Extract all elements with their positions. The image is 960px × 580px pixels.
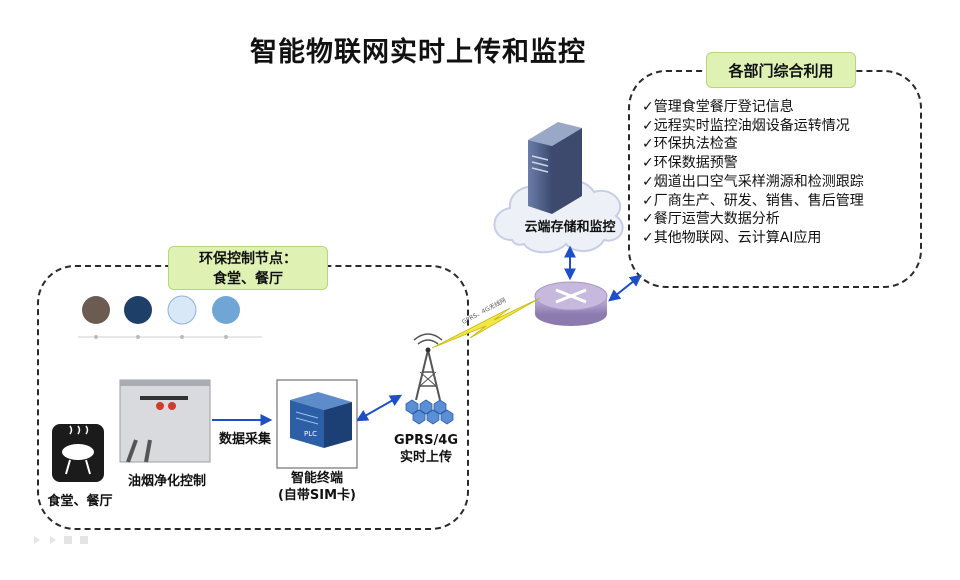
step-4-icon [212, 296, 240, 324]
usage-item: ✓环保数据预警 [642, 155, 738, 172]
step-1-icon [82, 296, 110, 324]
fume-control-label: 油烟净化控制 [127, 474, 206, 489]
control-node-tag-line2: 食堂、餐厅 [213, 271, 283, 287]
tower-icon [413, 333, 443, 401]
usage-item: ✓厂商生产、研发、销售、售后管理 [642, 192, 864, 209]
cloud-icon [493, 179, 624, 254]
usage-item: ✓管理食堂餐厅登记信息 [642, 99, 794, 115]
wireless-link-icon [431, 297, 541, 349]
fume-cabinet-icon [119, 379, 211, 463]
step-2-icon [124, 296, 152, 324]
step-3-icon [167, 295, 197, 325]
tower-label: GPRS/4G 实时上传 [380, 432, 472, 466]
control-node-tag: 环保控制节点： 食堂、餐厅 [168, 246, 328, 290]
step-icons [82, 295, 240, 339]
terminal-label-line1: 智能终端 [290, 471, 343, 486]
router-dept-arrow [608, 274, 642, 302]
control-node-tag-line1: 环保控制节点： [199, 251, 297, 267]
plc-label: PLC [304, 430, 317, 438]
player-controls-icon [34, 536, 88, 544]
usage-item: ✓其他物联网、云计算AI应用 [642, 229, 822, 246]
plc-icon [290, 392, 352, 448]
server-icon [528, 122, 582, 214]
terminal-label: 智能终端 (自带SIM卡) [262, 470, 372, 504]
tower-label-line1: GPRS/4G [393, 433, 459, 448]
hex-cells-icon [405, 399, 454, 425]
usage-item: ✓环保执法检查 [642, 136, 738, 153]
page-title: 智能物联网实时上传和监控 [250, 37, 586, 68]
usage-item: ✓餐厅运营大数据分析 [642, 211, 780, 228]
data-collect-label: 数据采集 [218, 432, 271, 447]
terminal-label-line2: (自带SIM卡) [277, 488, 357, 503]
router-icon [534, 281, 608, 326]
grill-icon [52, 424, 104, 482]
departments-tag: 各部门综合利用 [706, 52, 856, 88]
usage-list: ✓管理食堂餐厅登记信息 ✓远程实时监控油烟设备运转情况 ✓环保执法检查 ✓环保数… [642, 98, 864, 248]
usage-item: ✓烟道出口空气采样溯源和检测跟踪 [642, 173, 864, 190]
canteen-label: 食堂、餐厅 [47, 494, 113, 509]
cloud-label: 云端存储和监控 [524, 220, 616, 235]
tower-label-line2: 实时上传 [399, 450, 452, 465]
terminal-tower-arrow [355, 394, 403, 422]
usage-item: ✓远程实时监控油烟设备运转情况 [642, 117, 850, 134]
